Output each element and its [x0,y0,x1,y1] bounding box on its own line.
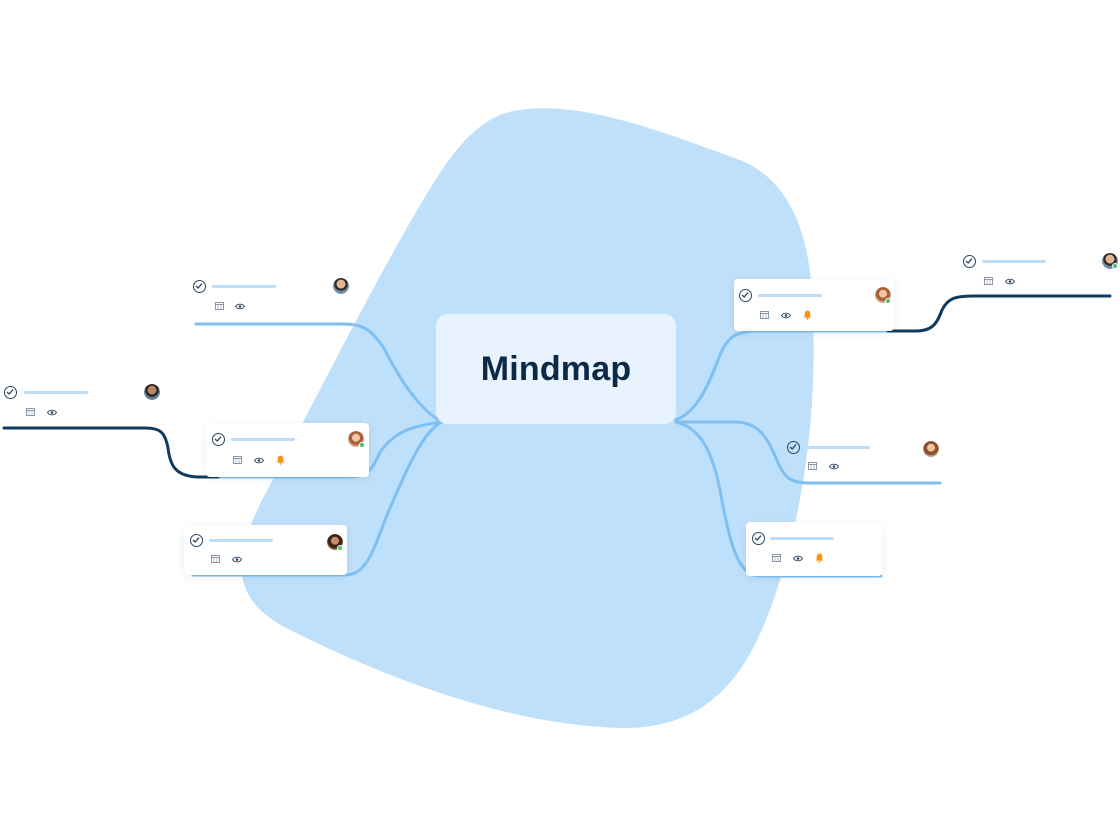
checkmark-icon[interactable] [739,289,752,302]
online-status-dot [885,298,891,304]
branch-left-bottom [191,420,444,577]
calendar-icon [772,554,781,562]
task-card-right-bottom[interactable] [746,522,882,576]
task-title-placeholder [982,260,1046,263]
eye-icon [232,556,242,563]
eye-icon [829,463,839,470]
checkmark-icon[interactable] [787,441,800,454]
task-title-placeholder [806,446,870,449]
task-title-placeholder [212,285,276,288]
eye-icon [781,312,791,319]
eye-icon [235,303,245,310]
central-node-label: Mindmap [480,349,632,388]
task-card-left-subnode[interactable] [0,380,165,426]
avatar-man [333,278,349,294]
task-card-left-top[interactable] [188,274,353,322]
calendar-icon [211,555,220,563]
eye-icon [254,457,264,464]
branch-right-subnode [886,294,1112,333]
bell-icon [815,553,824,563]
branch-left-top [194,322,444,424]
bell-icon [803,310,812,320]
bell-icon [276,455,285,465]
calendar-icon [808,462,817,470]
task-card-right-subnode[interactable] [958,250,1120,294]
checkmark-icon[interactable] [190,534,203,547]
branch-left-subnode [2,426,220,479]
calendar-icon [215,302,224,310]
checkmark-icon[interactable] [752,532,765,545]
calendar-icon [760,311,769,319]
checkmark-icon[interactable] [193,280,206,293]
task-title-placeholder [231,438,295,441]
calendar-icon [26,408,35,416]
calendar-icon [233,456,242,464]
task-title-placeholder [209,539,273,542]
task-card-right-middle[interactable] [782,436,942,482]
branch-right-middle [674,420,942,485]
task-card-right-top[interactable] [734,279,894,331]
task-card-left-bottom[interactable] [184,525,347,575]
online-status-dot [1112,263,1118,269]
avatar-man [144,384,160,400]
eye-icon [793,555,803,562]
checkmark-icon[interactable] [212,433,225,446]
checkmark-icon[interactable] [963,255,976,268]
checkmark-icon[interactable] [4,386,17,399]
central-node[interactable]: Mindmap [436,314,676,424]
task-card-left-middle[interactable] [206,423,369,477]
online-status-dot [337,545,343,551]
task-title-placeholder [758,294,822,297]
calendar-icon [984,277,993,285]
task-title-placeholder [24,391,88,394]
avatar-woman [923,441,939,457]
branch-right-top [674,329,890,422]
task-title-placeholder [770,537,834,540]
eye-icon [47,409,57,416]
online-status-dot [359,442,365,448]
eye-icon [1005,278,1015,285]
